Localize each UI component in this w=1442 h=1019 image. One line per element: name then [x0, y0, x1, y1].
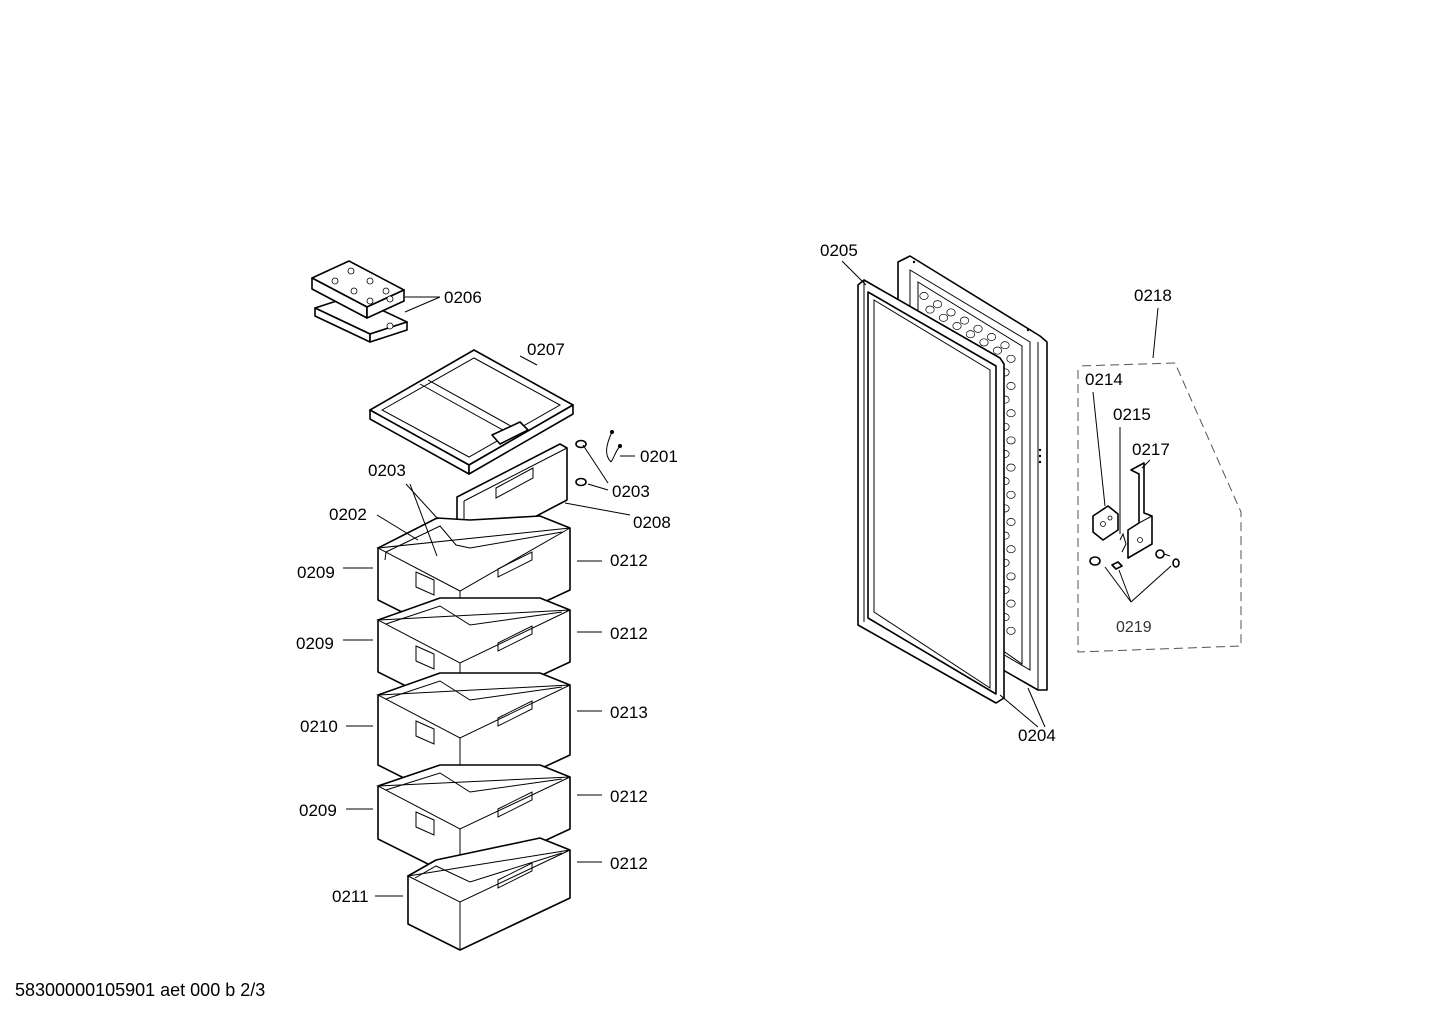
label-0215: 0215 [1113, 405, 1151, 424]
dimple [1006, 572, 1016, 581]
label-0212-a: 0212 [610, 551, 648, 570]
label-0217: 0217 [1132, 440, 1170, 459]
label-0209-a: 0209 [297, 563, 335, 582]
dimple [919, 292, 929, 300]
dimple [1006, 518, 1016, 526]
screws-0219 [1089, 549, 1180, 570]
dimple [965, 330, 976, 339]
label-0207: 0207 [527, 340, 565, 359]
dimple [946, 308, 956, 317]
cold-pack-0206 [311, 260, 408, 343]
label-0219: 0219 [1116, 619, 1152, 636]
dimple [938, 313, 949, 322]
dimple [1006, 545, 1016, 554]
hinge-pin-0215 [1119, 532, 1127, 553]
label-0206: 0206 [444, 288, 482, 307]
door-gasket-0205 [857, 279, 1005, 704]
part-labels: 0206 0207 0201 0203 0208 0203 0202 0209 … [296, 241, 1172, 906]
label-0203-left: 0203 [368, 461, 406, 480]
hinge-part-0214 [1092, 505, 1119, 541]
hinge-kit-box-0218 [1077, 362, 1242, 653]
dimple [1006, 354, 1016, 363]
dimple [932, 300, 943, 309]
hinge-wire-0201 [606, 430, 622, 463]
dimple [1006, 463, 1016, 472]
dimple [992, 346, 1003, 355]
label-0201: 0201 [640, 447, 678, 466]
label-0211: 0211 [332, 887, 369, 906]
label-0209-b: 0209 [296, 634, 334, 653]
dimple [1006, 436, 1016, 445]
dimple [1006, 599, 1016, 608]
document-id: 58300000105901 aet 000 b 2/3 [15, 980, 266, 1000]
label-0202: 0202 [329, 505, 367, 524]
dimple [959, 316, 970, 325]
dimple [973, 324, 983, 333]
label-0203-right: 0203 [612, 482, 650, 501]
label-0209-c: 0209 [299, 801, 337, 820]
label-0210: 0210 [300, 717, 338, 736]
drawer-5-0211 [406, 837, 571, 951]
dimple [1006, 382, 1016, 390]
label-0212-b: 0212 [610, 624, 648, 643]
dimple [925, 305, 935, 314]
dimple [979, 338, 989, 347]
label-0204: 0204 [1018, 726, 1056, 745]
leader-lines [343, 260, 1172, 897]
dimple [1006, 409, 1016, 418]
dimple [1006, 490, 1016, 499]
dimple [952, 322, 962, 330]
label-0214: 0214 [1085, 370, 1123, 389]
hinge-bracket-0217 [1127, 462, 1153, 559]
dimple [1000, 341, 1010, 350]
label-0218: 0218 [1134, 286, 1172, 305]
label-0212-d: 0212 [610, 854, 648, 873]
shelf-0207 [369, 349, 574, 475]
label-0205: 0205 [820, 241, 858, 260]
label-0213: 0213 [610, 703, 648, 722]
dimple [1006, 626, 1016, 635]
dimple [986, 333, 997, 341]
label-0212-c: 0212 [610, 787, 648, 806]
label-0208: 0208 [633, 513, 671, 532]
